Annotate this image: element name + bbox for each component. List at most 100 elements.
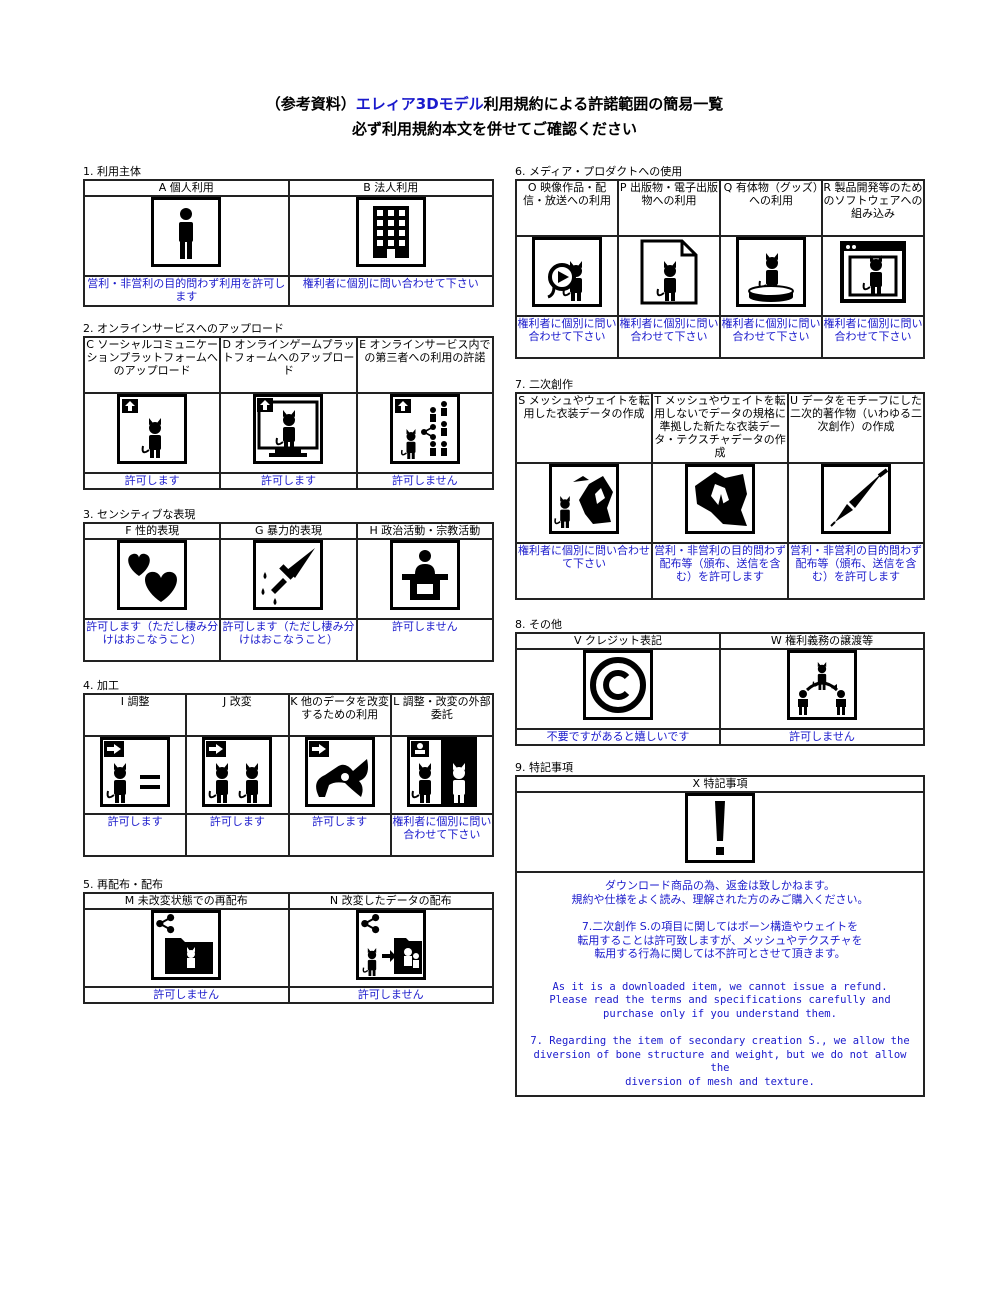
section-title: 8. その他 (515, 618, 562, 631)
item-head: D オンラインゲームプラットフォームへのアップロード (219, 336, 358, 394)
section-title: 2. オンラインサービスへのアップロード (83, 322, 284, 335)
adjust-icon (82, 735, 188, 815)
item-head: H 政治活動・宗教活動 (355, 522, 495, 540)
knife-icon (219, 538, 358, 620)
permission-text: 権利者に個別に問い合わせて下さい (515, 542, 653, 600)
figure-cat-icon (719, 235, 823, 317)
cat-dress-icon (515, 462, 653, 544)
permission-text: 権利者に個別に問い合わせて下さい (389, 813, 495, 857)
permission-text: 営利・非営利の目的問わず配布等（頒布、送信を含む）を許可します (787, 542, 925, 600)
item-head: G 暴力的表現 (219, 522, 358, 540)
video-cat-icon (515, 235, 619, 317)
permission-text: 不要ですがあると嬉しいです (515, 728, 721, 746)
page-subtitle: 必ず利用規約本文を併せてご確認ください (351, 120, 637, 138)
section-title: 5. 再配布・配布 (83, 878, 163, 891)
section-8: 8. その他 V クレジット表記 W 権利義務の譲渡等 不要ですがあると嬉しいで… (515, 618, 925, 746)
building-icon (287, 195, 494, 277)
hearts-icon (82, 538, 222, 620)
item-head: S メッシュやウェイトを転用した衣装データの作成 (515, 392, 653, 464)
page-title: （参考資料）エレィア3Dモデル利用規約による許諾範囲の簡易一覧 (265, 95, 724, 113)
permission-text: 許可しません (719, 728, 925, 746)
section-title: 3. センシティブな表現 (83, 508, 196, 521)
section-7-table: S メッシュやウェイトを転用した衣装データの作成 T メッシュやウェイトを転用し… (515, 392, 925, 600)
permission-text: 許可しません (355, 618, 495, 662)
permission-text: 許可します (82, 813, 188, 857)
item-head: Q 有体物（グッズ）への利用 (719, 179, 823, 237)
permission-text: 権利者に個別に問い合わせて下さい (515, 315, 619, 359)
upload-cat-icon (82, 392, 222, 474)
section-title: 7. 二次創作 (515, 378, 573, 391)
section-title: 1. 利用主体 (83, 165, 141, 178)
permission-text: 許可しません (287, 986, 494, 1004)
brand-name: エレィア3Dモデル (355, 95, 484, 113)
section-3-table: F 性的表現 G 暴力的表現 H 政治活動・宗教活動 許可します（ただし棲み分け… (82, 522, 495, 662)
share-modify-icon (287, 908, 494, 988)
permission-text: 営利・非営利の目的問わず配布等（頒布、送信を含む）を許可します (651, 542, 789, 600)
item-head: F 性的表現 (82, 522, 222, 540)
section-6: 6. メディア・プロダクトへの使用 O 映像作品・配信・放送への利用 P 出版物… (515, 165, 925, 359)
section-5-table: M 未改変状態での再配布 N 改変したデータの配布 許可しません 許可しません (83, 892, 494, 1004)
section-title: 4. 加工 (83, 679, 119, 692)
notes-english: As it is a downloaded item, we cannot is… (530, 980, 910, 1088)
permission-text: 許可します (287, 813, 392, 857)
exclamation-icon (515, 791, 925, 873)
item-head: C ソーシャルコミュニケーションプラットフォームへのアップロード (82, 336, 222, 394)
section-9: 9. 特記事項 X 特記事項 ダウンロード商品の為、返金は致しかねます。規約や仕… (515, 761, 925, 1097)
section-4: 4. 加工 I 調整 J 改変 K 他のデータを改変するための利用 L 調整・改… (82, 679, 495, 857)
permission-text: 営利・非営利の目的問わず利用を許可します (83, 275, 290, 307)
section-9-table: X 特記事項 ダウンロード商品の為、返金は致しかねます。規約や仕様をよく読み、理… (515, 775, 925, 1097)
permission-text: 許可します (185, 813, 290, 857)
item-head: A 個人利用 (83, 179, 290, 197)
item-head: X 特記事項 (515, 775, 925, 793)
item-head: M 未改変状態での再配布 (83, 892, 290, 910)
section-2: 2. オンラインサービスへのアップロード C ソーシャルコミュニケーションプラッ… (82, 322, 495, 490)
section-2-table: C ソーシャルコミュニケーションプラットフォームへのアップロード D オンライン… (82, 336, 495, 490)
section-7: 7. 二次創作 S メッシュやウェイトを転用した衣装データの作成 T メッシュや… (515, 378, 925, 600)
transfer-icon (719, 648, 925, 730)
person-icon (83, 195, 290, 277)
item-head: N 改変したデータの配布 (287, 892, 494, 910)
section-8-table: V クレジット表記 W 権利義務の譲渡等 不要ですがあると嬉しいです 許可しませ… (515, 632, 925, 746)
permission-text: 許可します（ただし棲み分けはおこなうこと） (219, 618, 358, 662)
special-notes: ダウンロード商品の為、返金は致しかねます。規約や仕様をよく読み、理解された方のみ… (515, 871, 925, 1097)
permission-text: 権利者に個別に問い合わせて下さい (821, 315, 925, 359)
item-head: P 出版物・電子出版物への利用 (617, 179, 721, 237)
section-5: 5. 再配布・配布 M 未改変状態での再配布 N 改変したデータの配布 許可しま… (83, 878, 494, 1004)
item-head: E オンラインサービス内での第三者への利用の許諾 (355, 336, 495, 394)
permission-text: 許可しません (83, 986, 290, 1004)
bow-icon (287, 735, 392, 815)
dress-icon (651, 462, 789, 544)
modify-icon (185, 735, 290, 815)
section-title: 9. 特記事項 (515, 761, 573, 774)
permission-text: 許可します (82, 472, 222, 490)
software-cat-icon (821, 235, 925, 317)
item-head: I 調整 (82, 693, 188, 737)
item-head: L 調整・改変の外部委託 (389, 693, 495, 737)
section-1: 1. 利用主体 A 個人利用 B 法人利用 営利・非営利の目的問わず利用を許可し… (83, 165, 494, 307)
item-head: J 改変 (185, 693, 290, 737)
permission-text: 権利者に個別に問い合わせて下さい (287, 275, 494, 307)
podium-icon (355, 538, 495, 620)
item-head: W 権利義務の譲渡等 (719, 632, 925, 650)
item-head: R 製品開発等のためのソフトウェアへの組み込み (821, 179, 925, 237)
document-cat-icon (617, 235, 721, 317)
section-1-table: A 個人利用 B 法人利用 営利・非営利の目的問わず利用を許可します 権利者に個… (83, 179, 494, 307)
notes-japanese: ダウンロード商品の為、返金は致しかねます。規約や仕様をよく読み、理解された方のみ… (571, 879, 869, 960)
permission-text: 権利者に個別に問い合わせて下さい (719, 315, 823, 359)
section-title: 6. メディア・プロダクトへの使用 (515, 165, 683, 178)
item-head: U データをモチーフにした二次的著作物（いわゆる二次創作）の作成 (787, 392, 925, 464)
pen-icon (787, 462, 925, 544)
upload-share-icon (355, 392, 495, 474)
item-head: K 他のデータを改変するための利用 (287, 693, 392, 737)
share-folder-icon (83, 908, 290, 988)
section-4-table: I 調整 J 改変 K 他のデータを改変するための利用 L 調整・改変の外部委託… (82, 693, 495, 857)
item-head: T メッシュやウェイトを転用しないでデータの規格に準拠した新たな衣装データ・テク… (651, 392, 789, 464)
section-6-table: O 映像作品・配信・放送への利用 P 出版物・電子出版物への利用 Q 有体物（グ… (515, 179, 925, 359)
permission-text: 許可します（ただし棲み分けはおこなうこと） (82, 618, 222, 662)
item-head: O 映像作品・配信・放送への利用 (515, 179, 619, 237)
item-head: B 法人利用 (287, 179, 494, 197)
section-3: 3. センシティブな表現 F 性的表現 G 暴力的表現 H 政治活動・宗教活動 … (82, 508, 495, 662)
item-head: V クレジット表記 (515, 632, 721, 650)
upload-monitor-cat-icon (219, 392, 358, 474)
permission-text: 権利者に個別に問い合わせて下さい (617, 315, 721, 359)
